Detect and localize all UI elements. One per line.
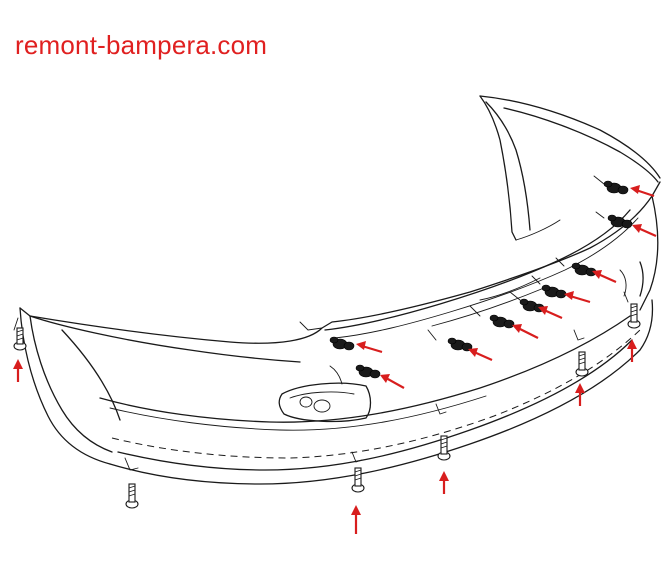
arrow-icon — [380, 374, 405, 389]
clip-icon — [355, 364, 381, 379]
arrow-icon — [13, 359, 23, 382]
arrow-icon — [592, 270, 617, 284]
screw-icon — [437, 435, 451, 461]
clip-icon — [489, 314, 515, 329]
clip-icon — [329, 336, 355, 351]
screw-icon — [351, 467, 365, 493]
arrow-icon — [512, 324, 539, 339]
arrow-icon — [627, 339, 637, 362]
screw-icon — [627, 303, 641, 329]
arrow-icon — [630, 185, 655, 198]
clip-icon — [603, 180, 629, 195]
screw-group — [13, 303, 641, 509]
clip-icon — [541, 284, 567, 299]
screw-icon — [13, 327, 27, 351]
arrow-icon — [632, 224, 657, 238]
arrow-group — [13, 185, 657, 534]
clip-icon — [607, 214, 633, 229]
clip-icon — [571, 262, 597, 277]
clip-icon — [519, 298, 545, 313]
clip-group — [329, 180, 633, 379]
arrow-icon — [439, 471, 449, 494]
arrow-icon — [356, 341, 383, 354]
arrow-icon — [564, 291, 591, 304]
watermark-text: remont-bampera.com — [15, 30, 268, 60]
arrow-icon — [538, 306, 563, 320]
bumper-outline — [13, 95, 661, 485]
screw-icon — [575, 351, 589, 377]
arrow-icon — [575, 383, 585, 406]
arrow-icon — [351, 505, 361, 534]
arrow-icon — [468, 348, 493, 362]
screw-icon — [125, 483, 139, 509]
